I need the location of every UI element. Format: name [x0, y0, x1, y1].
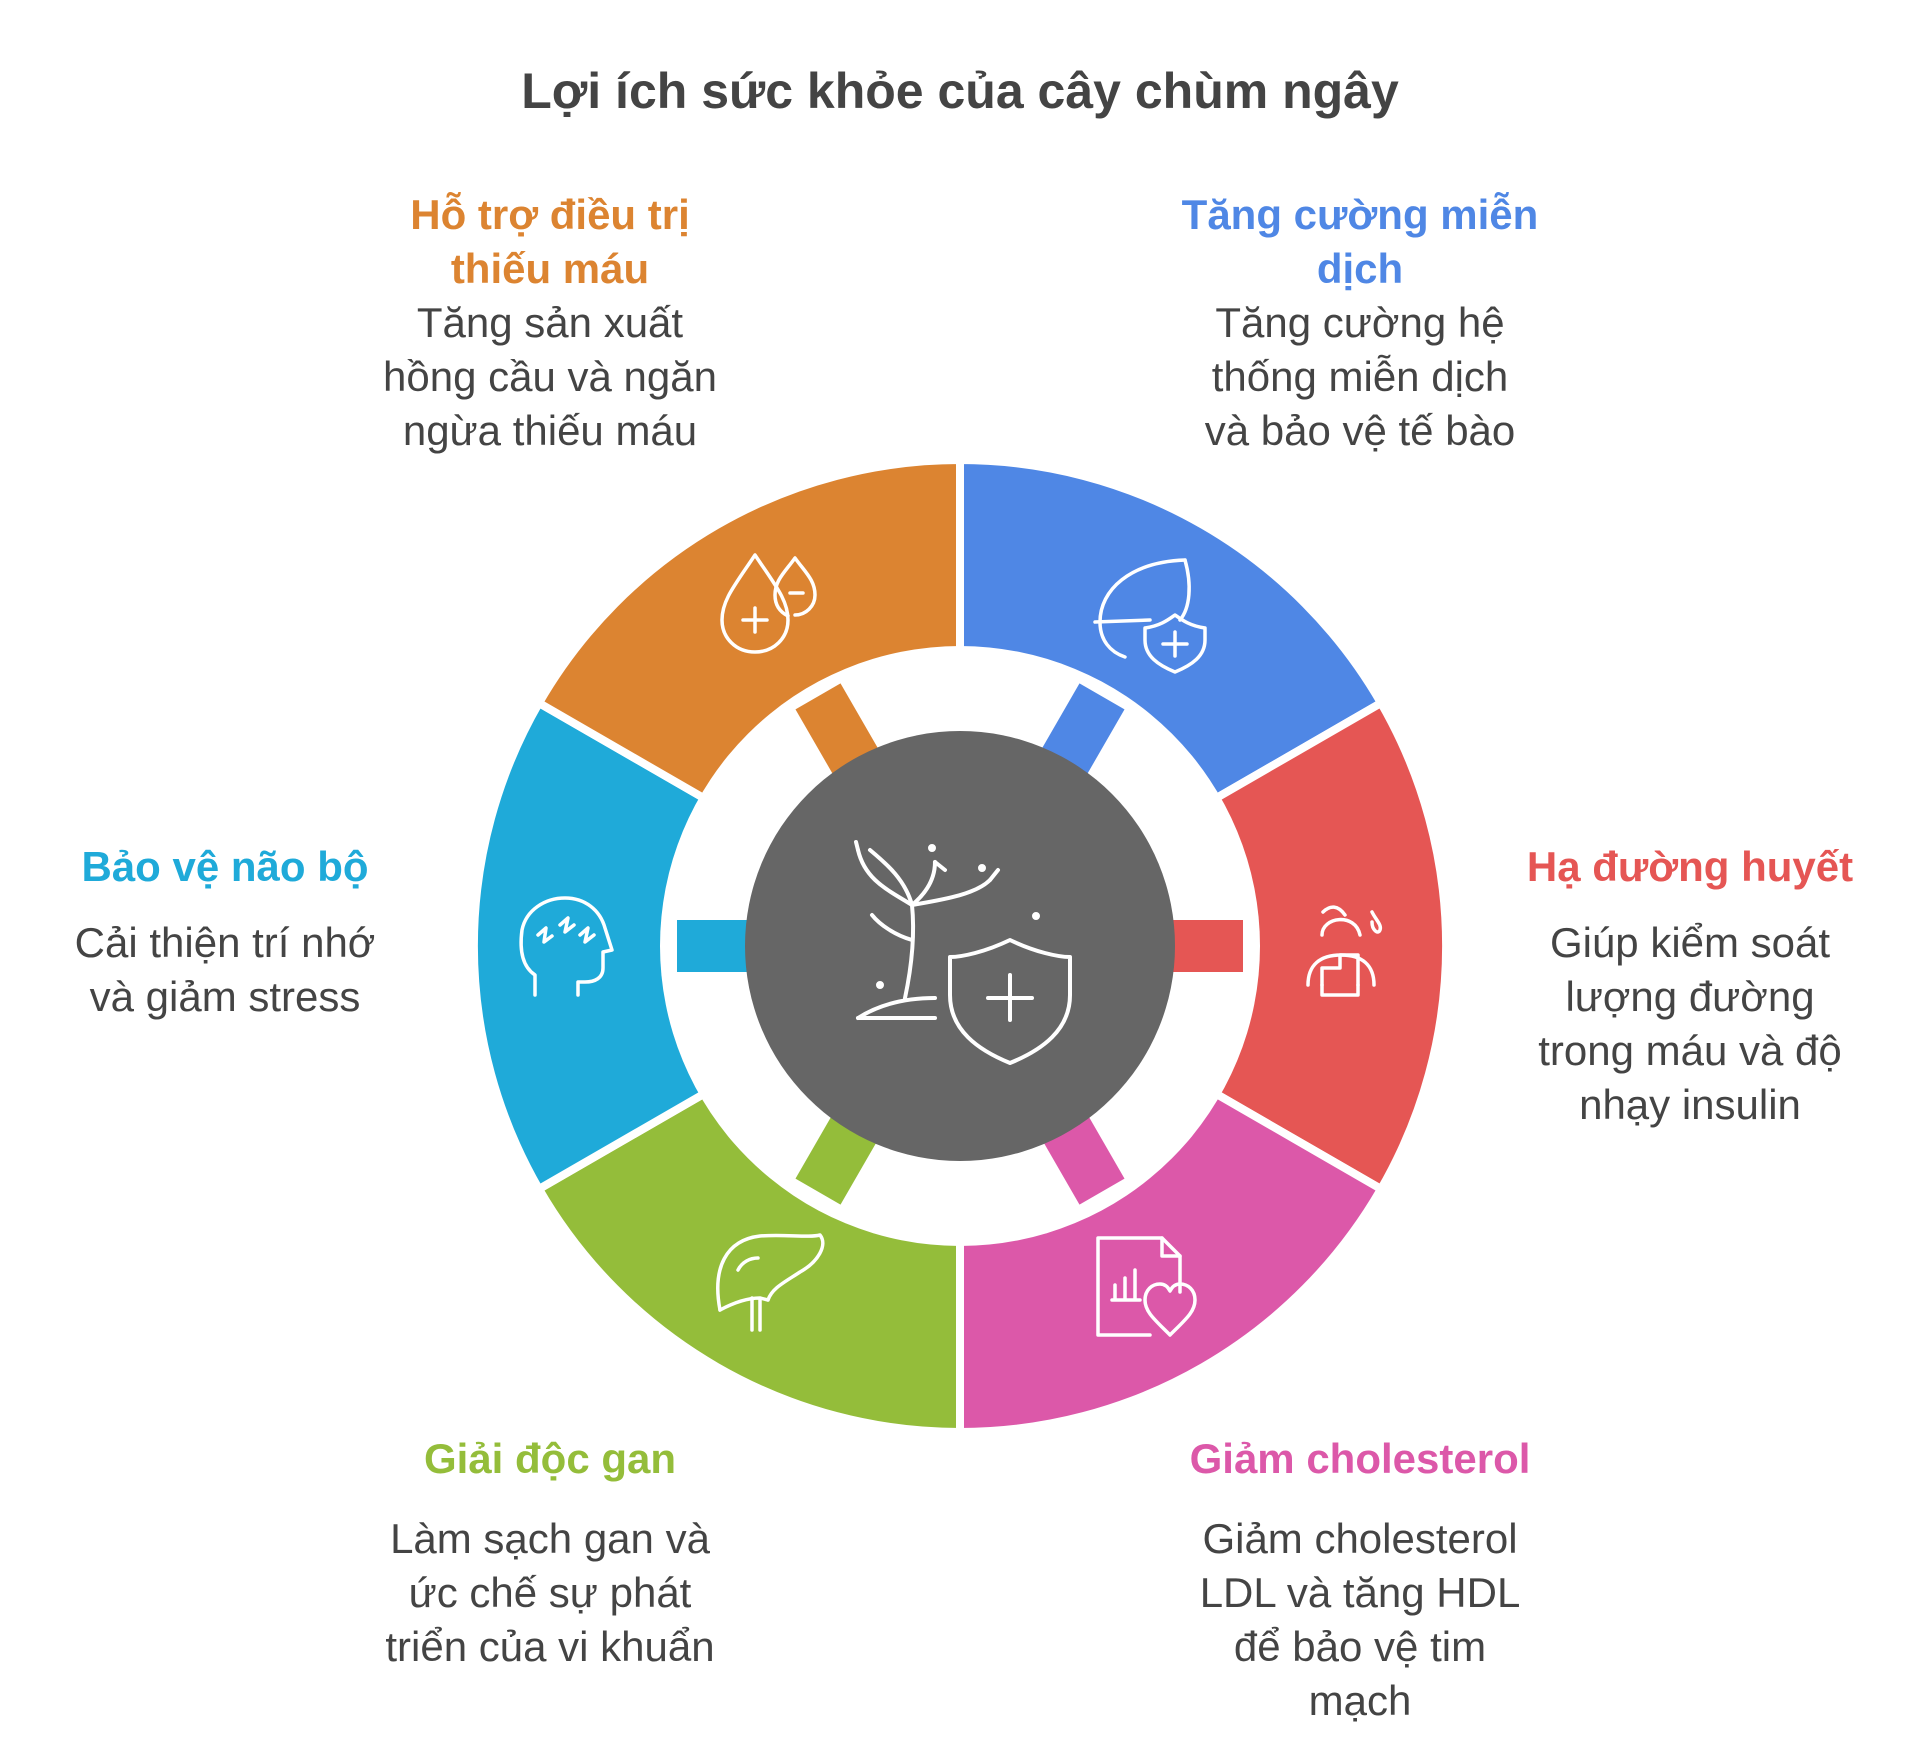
description-immunity: Tăng cường hệ thống miễn dịch và bảo vệ …	[1204, 299, 1516, 454]
label-cholesterol: Giảm cholesterol Giảm cholesterol LDL và…	[1160, 1432, 1560, 1728]
center-hub	[745, 731, 1175, 1161]
label-brain: Bảo vệ não bộ Cải thiện trí nhớ và giảm …	[50, 840, 400, 1024]
description-cholesterol: Giảm cholesterol LDL và tăng HDL để bảo …	[1199, 1515, 1521, 1724]
chart-heart-icon	[1096, 1236, 1197, 1337]
description-liver: Làm sạch gan và ức chế sự phát triển của…	[385, 1515, 715, 1670]
description-anemia: Tăng sản xuất hồng cầu và ngăn ngừa thiế…	[383, 299, 717, 454]
heading-liver: Giải độc gan	[423, 1435, 677, 1482]
heading-blood-sugar: Hạ đường huyết	[1526, 843, 1854, 890]
blood-drops-icon	[720, 553, 817, 654]
head-brain-icon	[519, 896, 614, 997]
heading-anemia: Hỗ trợ điều trị thiếu máu	[410, 191, 690, 292]
heading-immunity: Tăng cường miễn dịch	[1181, 191, 1539, 292]
label-blood-sugar: Hạ đường huyết Giúp kiểm soát lượng đườn…	[1515, 840, 1865, 1132]
heading-cholesterol: Giảm cholesterol	[1189, 1435, 1531, 1482]
description-brain: Cải thiện trí nhớ và giảm stress	[74, 919, 376, 1020]
leaf-shield-icon	[1093, 558, 1207, 674]
tree-shield-plus-icon	[854, 840, 1072, 1065]
label-anemia: Hỗ trợ điều trị thiếu máu Tăng sản xuất …	[350, 188, 750, 458]
liver-icon	[716, 1233, 825, 1332]
description-blood-sugar: Giúp kiểm soát lượng đường trong máu và …	[1538, 919, 1842, 1128]
person-sweat-icon	[1306, 905, 1383, 997]
heading-brain: Bảo vệ não bộ	[81, 843, 369, 890]
page-title: Lợi ích sức khỏe của cây chùm ngây	[521, 63, 1399, 119]
label-immunity: Tăng cường miễn dịch Tăng cường hệ thống…	[1160, 188, 1560, 458]
label-liver: Giải độc gan Làm sạch gan và ức chế sự p…	[350, 1432, 750, 1674]
